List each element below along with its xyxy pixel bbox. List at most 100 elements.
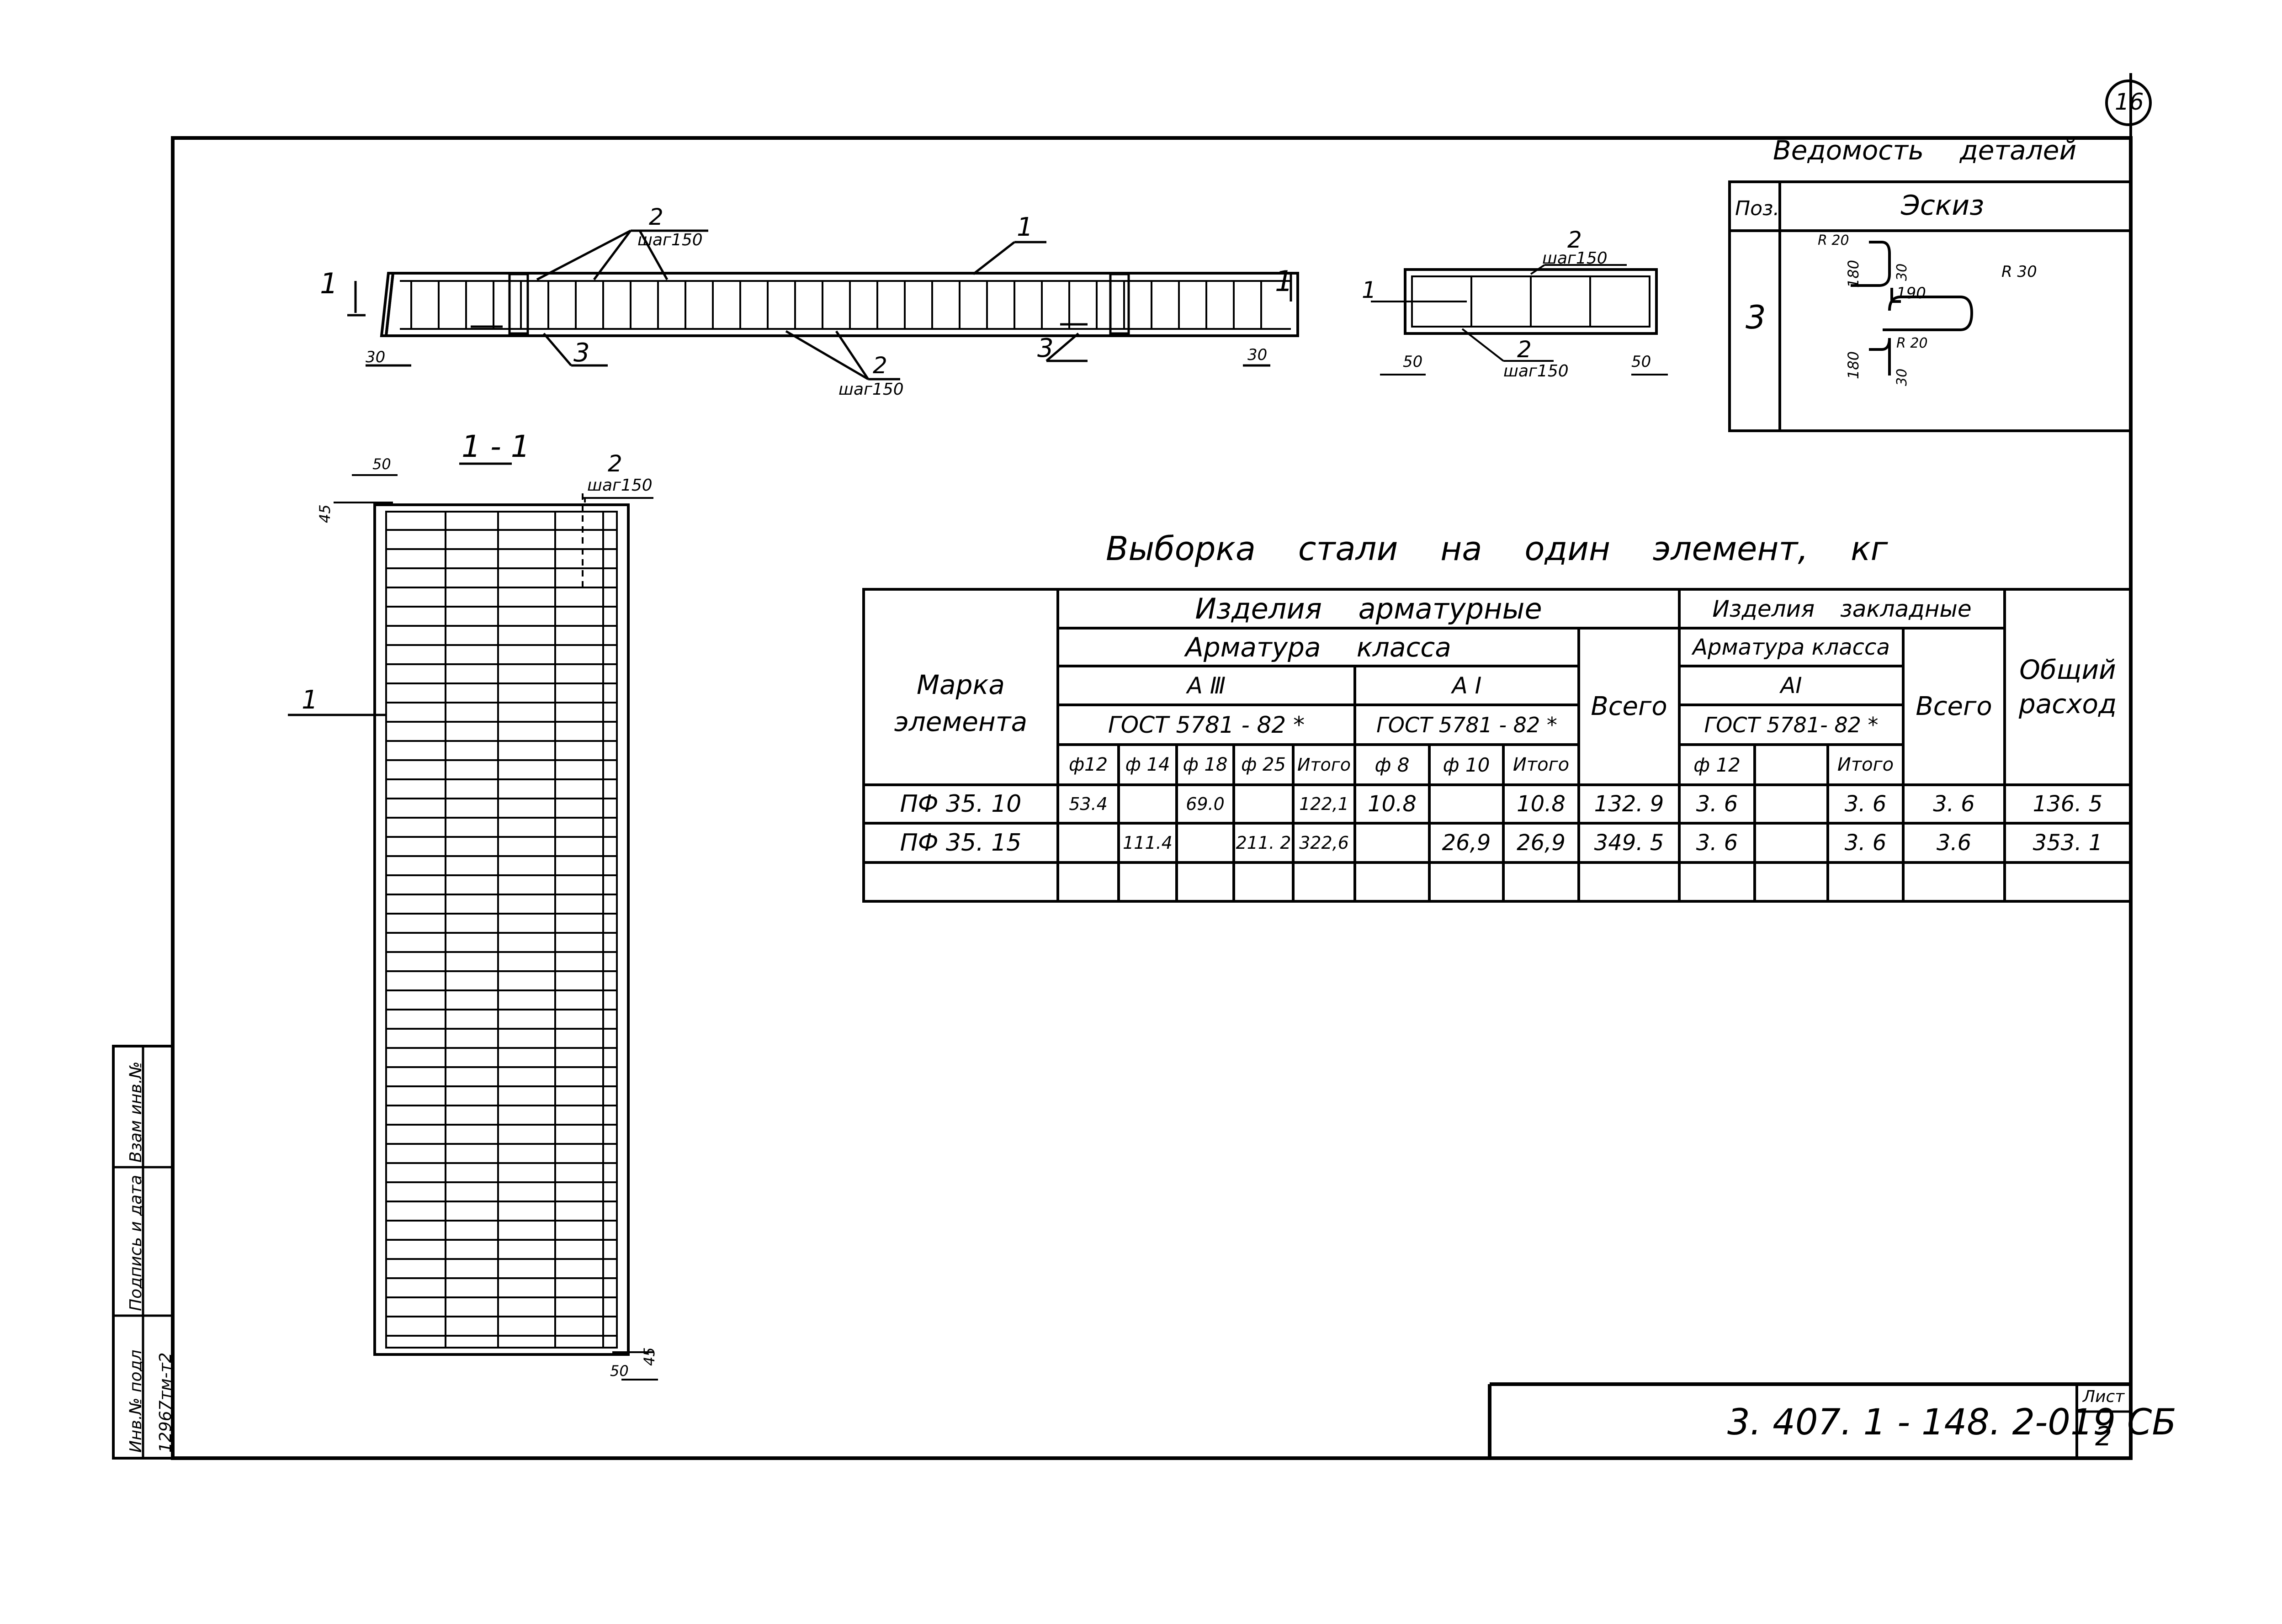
section-callout-2: 2 (608, 450, 622, 477)
sub-a3-1: ф 14 (1125, 754, 1170, 775)
table-cell: 69.0 (1186, 794, 1225, 814)
sub-ai-2: Итого (1837, 754, 1894, 775)
sub-a3-0: ф12 (1068, 754, 1108, 775)
table-cell (1903, 862, 2005, 901)
header-a3: А Ⅲ (1187, 672, 1226, 699)
sub-a1-1: ф 10 (1443, 753, 1490, 776)
table-row-mark: ПФ 35. 15 (900, 829, 1022, 857)
table-cell (1058, 862, 1119, 901)
header-marka: Марка элемента (894, 669, 1028, 737)
cross-step-bottom: шаг150 (1503, 362, 1569, 381)
table-cell: 3. 6 (1696, 830, 1738, 856)
sub-a1-2: Итого (1512, 754, 1570, 775)
sketch-r20-bottom: R 20 (1896, 335, 1928, 351)
table-cell (1119, 785, 1177, 823)
header-ai: АI (1780, 672, 1802, 698)
list-label: Лист (2083, 1387, 2125, 1406)
header-arm-class-2: Арматура класса (1693, 634, 1890, 660)
cross-callout-1: 1 (1362, 277, 1376, 303)
cross-dim-50-left: 50 (1403, 353, 1423, 371)
sub-ai-0: ф 12 (1693, 753, 1741, 776)
sub-a3-4: Итого (1297, 755, 1351, 775)
table-cell (1058, 823, 1119, 862)
table-cell (1755, 823, 1828, 862)
table-cell: 132. 9 (1594, 791, 1664, 817)
table-cell (1234, 785, 1293, 823)
cross-dim-50-right: 50 (1631, 353, 1651, 371)
table-cell (1755, 785, 1828, 823)
sub-ai-1 (1755, 745, 1828, 785)
table-cell (1177, 823, 1234, 862)
table-cell: 322,6 (1299, 833, 1349, 853)
table-cell (1355, 862, 1429, 901)
header-vsego-2: Всего (1916, 692, 1992, 721)
sketch-r30: R 30 (2001, 263, 2037, 281)
elevation-callout-2-bottom: 2 (873, 352, 887, 379)
table-row-mark (864, 862, 1058, 901)
sub-a3-3: ф 25 (1241, 754, 1286, 775)
section-step: шаг150 (587, 476, 653, 495)
table-cell: 53.4 (1069, 794, 1108, 814)
header-izd-zakl: Изделия закладные (1712, 595, 1972, 622)
cross-step-top: шаг150 (1542, 249, 1608, 268)
table-row-mark: ПФ 35. 10 (900, 790, 1022, 818)
table-cell (1177, 862, 1234, 901)
elevation-dim-30-right: 30 (1247, 346, 1268, 364)
table-cell: 3. 6 (1844, 830, 1887, 856)
header-izd-arm: Изделия арматурные (1195, 592, 1542, 625)
table-cell (1234, 862, 1293, 901)
cross-callout-2-bottom: 2 (1517, 336, 1532, 363)
header-arm-class: Арматура класса (1185, 631, 1451, 663)
list-number: 2 (2095, 1421, 2112, 1452)
section-dim-50-top: 50 (372, 455, 391, 473)
sketch-r20-top: R 20 (1818, 233, 1849, 249)
table-cell (1828, 862, 1903, 901)
elevation-callout-3-right: 3 (1037, 333, 1054, 363)
section-title: 1 - 1 (462, 429, 530, 464)
section-dim-50-bottom: 50 (610, 1362, 629, 1380)
page-number-circle: 16 (2115, 89, 2144, 115)
table-cell: 10.8 (1517, 791, 1566, 817)
sketch-190: 190 (1896, 284, 1926, 302)
header-gost-a3: ГОСТ 5781 - 82 * (1108, 711, 1305, 738)
elevation-step-bottom: шаг150 (839, 380, 904, 399)
table-cell: 26,9 (1442, 830, 1491, 856)
table-cell: 211. 2 (1236, 833, 1291, 853)
header-gost-a1: ГОСТ 5781 - 82 * (1376, 712, 1557, 737)
table-cell (1119, 862, 1177, 901)
table-cell (1579, 862, 1679, 901)
table-cell: 3.6 (1936, 830, 1972, 856)
details-col-sketch: Эскиз (1901, 190, 1985, 222)
steel-table-title: Выборка стали на один элемент, кг (1106, 529, 1888, 568)
elevation-dim-30-left: 30 (366, 348, 386, 366)
header-obshiy: Общий расход (2018, 654, 2117, 719)
table-cell (1755, 862, 1828, 901)
table-cell: 122,1 (1299, 794, 1349, 814)
table-cell: 111.4 (1123, 833, 1173, 853)
table-cell: 349. 5 (1594, 830, 1664, 856)
cut-mark-left: 1 (320, 267, 338, 300)
header-gost-ai: ГОСТ 5781- 82 * (1704, 712, 1879, 737)
header-vsego: Всего (1591, 692, 1667, 721)
elevation-callout-1: 1 (1017, 212, 1033, 242)
table-cell (1429, 785, 1503, 823)
elevation-step-top: шаг150 (637, 231, 703, 249)
table-cell: 3. 6 (1933, 791, 1975, 817)
document-code: 3. 407. 1 - 148. 2-019 СБ (1727, 1402, 2176, 1443)
table-cell: 136. 5 (2033, 791, 2103, 817)
table-cell: 26,9 (1517, 830, 1566, 856)
elevation-callout-3-left: 3 (573, 338, 590, 368)
table-cell (1503, 862, 1579, 901)
details-col-pos: Поз. (1735, 197, 1780, 220)
table-cell (1429, 862, 1503, 901)
cut-mark-right: 1 (1275, 264, 1293, 298)
sub-a1-0: ф 8 (1375, 753, 1410, 776)
table-cell: 3. 6 (1844, 791, 1887, 817)
header-a1: А Ⅰ (1452, 672, 1482, 699)
